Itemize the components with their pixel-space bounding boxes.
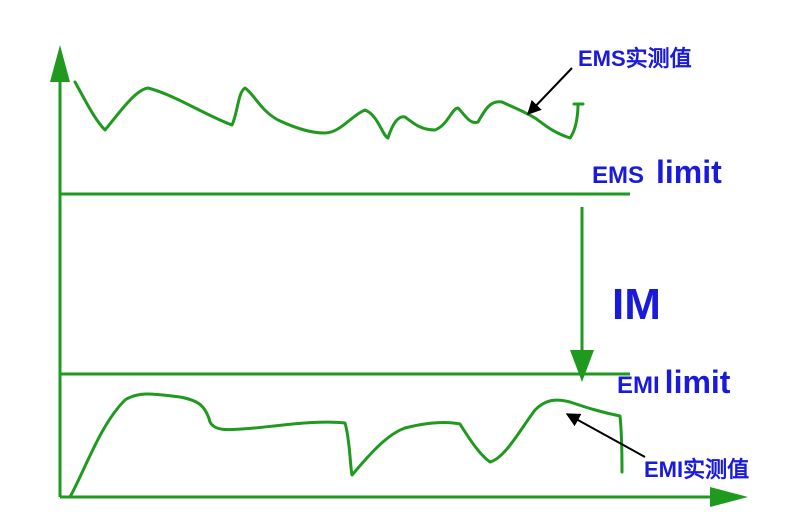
ems-limit-label: EMS limit xyxy=(592,154,722,190)
y-axis-arrowhead xyxy=(50,45,70,82)
ems-measured-curve xyxy=(73,80,580,140)
x-axis-arrowhead xyxy=(710,487,748,507)
emi-measured-curve xyxy=(68,392,624,499)
emi-limit-prefix: EMI xyxy=(617,372,660,399)
ems-limit-suffix: limit xyxy=(656,154,722,190)
emi-limit-label: EMI limit xyxy=(617,364,731,400)
ems-measured-pointer xyxy=(527,67,573,116)
im-arrowhead xyxy=(570,350,594,382)
im-label: IM xyxy=(612,280,661,329)
emi-measured-pointer xyxy=(565,413,646,458)
emi-measured-label: EMI实测值 xyxy=(644,457,749,482)
ems-limit-prefix: EMS xyxy=(592,162,644,189)
ems-measured-label: EMS实测值 xyxy=(578,46,692,71)
emi-limit-suffix: limit xyxy=(665,364,731,400)
